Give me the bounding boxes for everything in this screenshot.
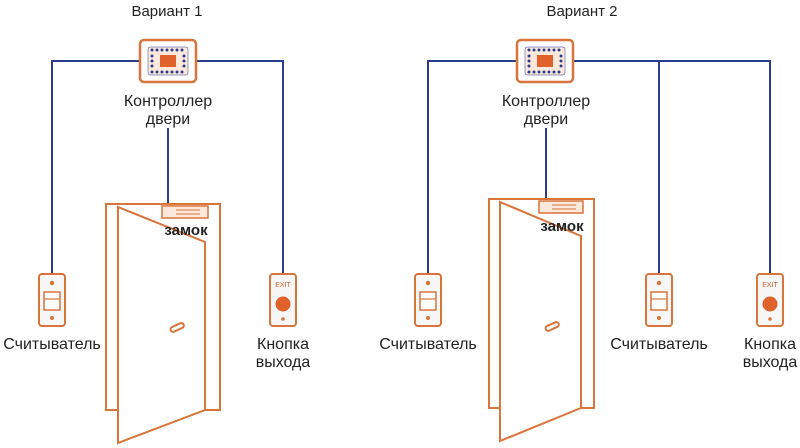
button-label-line1: Кнопка <box>744 336 796 353</box>
variant1-wires <box>51 60 284 274</box>
wire-reader-1 <box>51 60 141 274</box>
reader-label-right: Считыватель <box>610 336 708 353</box>
door-icon <box>105 203 221 445</box>
lock-icon <box>538 200 584 214</box>
card-reader-icon <box>645 273 673 327</box>
variant2: Вариант 2 Контроллер двери замок Считыва… <box>379 3 798 443</box>
card-reader-icon <box>38 273 66 327</box>
variant2-wires <box>427 60 771 274</box>
controller-label-line1: Контроллер <box>502 93 590 110</box>
exit-text: EXIT <box>762 282 778 289</box>
lock-label: замок <box>164 222 208 239</box>
card-reader-icon <box>414 273 442 327</box>
button-label-line2: выхода <box>743 354 798 371</box>
button-label-line1: Кнопка <box>257 336 309 353</box>
controller-label-line2: двери <box>524 111 568 128</box>
controller-icon <box>138 38 198 84</box>
button-label-line2: выхода <box>256 354 311 371</box>
controller-label-line1: Контроллер <box>124 93 212 110</box>
door-icon <box>488 198 595 443</box>
variant1-title: Вариант 1 <box>131 3 202 20</box>
wire-button-1 <box>194 60 284 274</box>
variant1: Вариант 1 Контроллер двери замок Считыва… <box>3 3 311 445</box>
variant2-title: Вариант 2 <box>546 3 617 20</box>
wire-reader-2a <box>427 60 518 274</box>
controller-label-line2: двери <box>146 111 190 128</box>
lock-icon <box>161 205 209 219</box>
reader-label-left: Считыватель <box>379 336 477 353</box>
lock-label: замок <box>540 218 584 235</box>
controller-icon <box>515 38 575 84</box>
wire-button-2 <box>571 60 771 274</box>
reader-label: Считыватель <box>3 336 101 353</box>
exit-text: EXIT <box>275 282 291 289</box>
